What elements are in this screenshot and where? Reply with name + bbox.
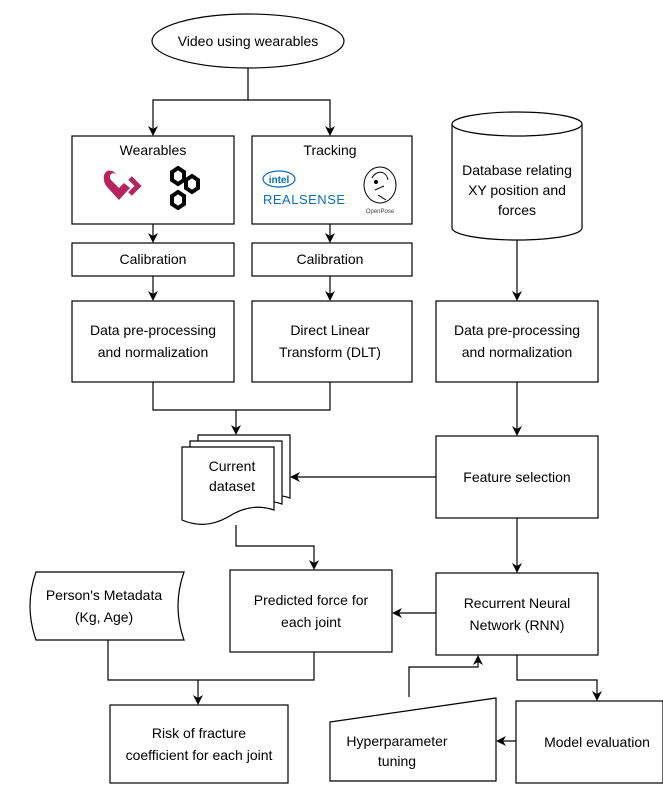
current-dataset-label-line: dataset: [209, 478, 255, 494]
hyperparameter-node-shape: [329, 697, 497, 782]
edge-merge-lines: [152, 382, 331, 411]
dlt-label-line: Direct Linear: [290, 322, 370, 338]
tracking-label: Tracking: [303, 142, 356, 158]
heart-shape: [103, 170, 130, 200]
hyperparameter-label-line: Hyperparameter: [346, 733, 447, 749]
calibration-right-label: Calibration: [297, 251, 364, 267]
intel-realsense-logo-icon: intel REALSENSE: [262, 170, 346, 207]
wearables-label-line: Wearables: [120, 142, 187, 158]
intel-logo-text: intel: [269, 175, 290, 186]
risk-label-line: coefficient for each joint: [126, 747, 273, 763]
predicted-force-label-line: each joint: [281, 614, 341, 630]
feature-selection-label: Feature selection: [463, 469, 570, 485]
risk-label-line: Risk of fracture: [152, 725, 246, 741]
edge-metadata-predicted-merge: [107, 640, 315, 681]
preproc-left-label: Data pre-processing and normalization: [90, 322, 216, 360]
rnn-label-line: Recurrent Neural: [464, 595, 571, 611]
tracking-node-shape: [251, 135, 413, 225]
predicted-force-label: Predicted force for each joint: [254, 592, 369, 630]
metadata-label-line: Person's Metadata: [46, 587, 163, 603]
chevron-shape: [128, 176, 142, 196]
database-label-line: Database relating: [462, 162, 572, 178]
video-label: Video using wearables: [178, 33, 319, 49]
rnn-label-line: Network (RNN): [470, 617, 565, 633]
database-label: Database relating XY position and forces: [462, 162, 572, 218]
dlt-label-line: Transform (DLT): [279, 344, 381, 360]
hyperparameter-label-line: tuning: [378, 753, 416, 769]
feature-selection-label-line: Feature selection: [463, 469, 570, 485]
calibration-left-label: Calibration: [120, 251, 187, 267]
openpose-logo-icon: OpenPose: [363, 166, 397, 215]
current-dataset-label-line: Current: [209, 458, 256, 474]
model-eval-label-line: Model evaluation: [544, 734, 650, 750]
current-dataset-label: Current dataset: [209, 458, 256, 494]
model-eval-label: Model evaluation: [544, 734, 650, 750]
tracking-label-line: Tracking: [303, 142, 356, 158]
feature-selection-node-shape: [435, 435, 599, 519]
risk-label: Risk of fracture coefficient for each joi…: [126, 725, 273, 763]
edge-video-to-tracking: [248, 99, 335, 136]
openpose-logo-text: OpenPose: [366, 209, 395, 215]
database-node-shape: [451, 111, 583, 241]
calibration-left-label-line: Calibration: [120, 251, 187, 267]
metadata-label: Person's Metadata (Kg, Age): [46, 587, 163, 625]
calibration-left-node-shape: [71, 242, 235, 277]
current-dataset-node-shape: [181, 434, 291, 525]
metadata-node-shape: [29, 571, 185, 641]
preproc-db-label-line: Data pre-processing: [454, 322, 580, 338]
edge-hyper-to-rnn: [408, 655, 483, 697]
edge-video-to-wearables: [148, 68, 249, 136]
predicted-force-node-shape: [229, 569, 393, 653]
wearables-node-shape: [71, 135, 235, 225]
hexagon-cluster-logo-icon: [170, 165, 200, 211]
realsense-logo-text: REALSENSE: [263, 192, 346, 207]
edge-dataset-to-predicted: [235, 525, 319, 570]
calibration-right-node-shape: [251, 242, 413, 277]
calibration-right-label-line: Calibration: [297, 251, 364, 267]
preproc-db-node-shape: [435, 300, 599, 383]
database-label-line: XY position and: [468, 182, 566, 198]
wearables-label: Wearables: [120, 142, 187, 158]
wearable-heart-logo-icon: [103, 170, 142, 200]
preproc-left-node-shape: [71, 300, 235, 383]
preproc-db-label-line: and normalization: [462, 344, 573, 360]
database-label-line: forces: [498, 202, 536, 218]
preproc-db-label: Data pre-processing and normalization: [454, 322, 580, 360]
rnn-node-shape: [435, 572, 599, 656]
preproc-left-label-line: and normalization: [98, 344, 209, 360]
edge-rnn-to-eval: [516, 655, 602, 701]
video-label-line: Video using wearables: [178, 33, 319, 49]
model-eval-node-shape: [515, 700, 663, 784]
risk-node-shape: [109, 704, 289, 784]
metadata-label-line: (Kg, Age): [75, 609, 133, 625]
preproc-left-label-line: Data pre-processing: [90, 322, 216, 338]
predicted-force-label-line: Predicted force for: [254, 592, 369, 608]
hyperparameter-label: Hyperparameter tuning: [346, 733, 447, 769]
dlt-node-shape: [251, 300, 413, 383]
